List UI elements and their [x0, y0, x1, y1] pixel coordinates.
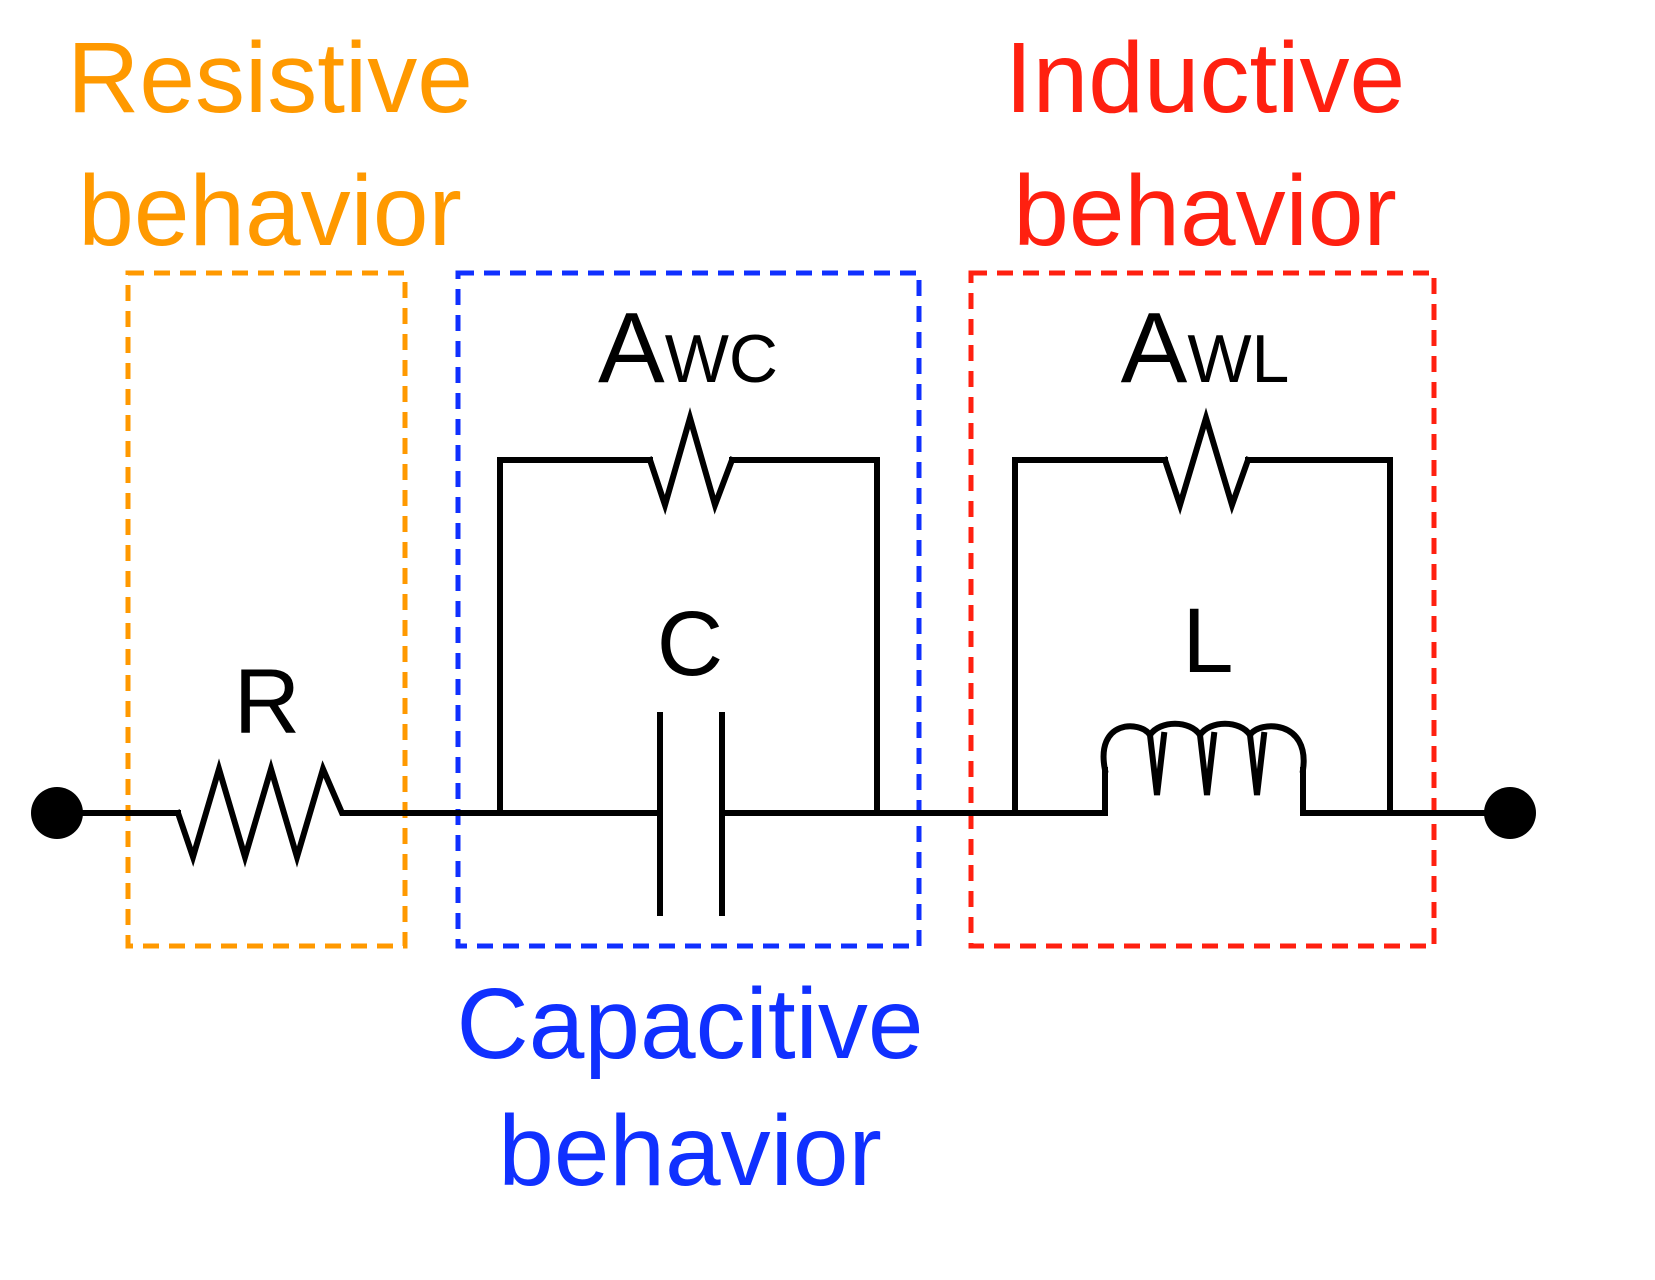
resistive-title-line2: behavior: [78, 155, 462, 267]
capacitive-block-upper-branch: [497, 457, 880, 816]
inductor-lead-left: [1012, 767, 1108, 816]
inductor-lead-right: [1300, 767, 1513, 816]
capacitive-title-line2: behavior: [498, 1095, 882, 1207]
capacitive-title-line1: Capacitive: [457, 968, 924, 1080]
capacitor-label: C: [657, 593, 723, 695]
inductive-title-line1: Inductive: [1005, 22, 1405, 134]
inductor-coil-loop-3: [1246, 731, 1268, 796]
resistive-title-line1: Resistive: [67, 22, 473, 134]
inductor-coil-loop-2: [1196, 731, 1218, 796]
warburg-wc-label-main: A: [598, 292, 665, 404]
inductive-region-box: [968, 270, 1437, 949]
inductor-coil-loop-1: [1146, 731, 1168, 796]
resistor-symbol: [174, 758, 358, 868]
warburg-wl-label: AWL: [1121, 292, 1290, 404]
warburg-wl-label-main: A: [1121, 292, 1188, 404]
capacitive-region-box: [455, 270, 922, 949]
resistive-region-box: [125, 270, 408, 949]
warburg-wc-symbol: [646, 407, 736, 516]
warburg-wc-label-sub: WC: [665, 321, 778, 397]
resistor-label: R: [234, 651, 300, 753]
warburg-wl-symbol: [1161, 407, 1252, 515]
inductor-label: L: [1182, 590, 1233, 692]
inductive-block-upper-branch: [1012, 457, 1393, 816]
warburg-wc-label: AWC: [598, 292, 778, 404]
warburg-wl-label-sub: WL: [1187, 321, 1289, 397]
inductive-title-line2: behavior: [1013, 155, 1397, 267]
